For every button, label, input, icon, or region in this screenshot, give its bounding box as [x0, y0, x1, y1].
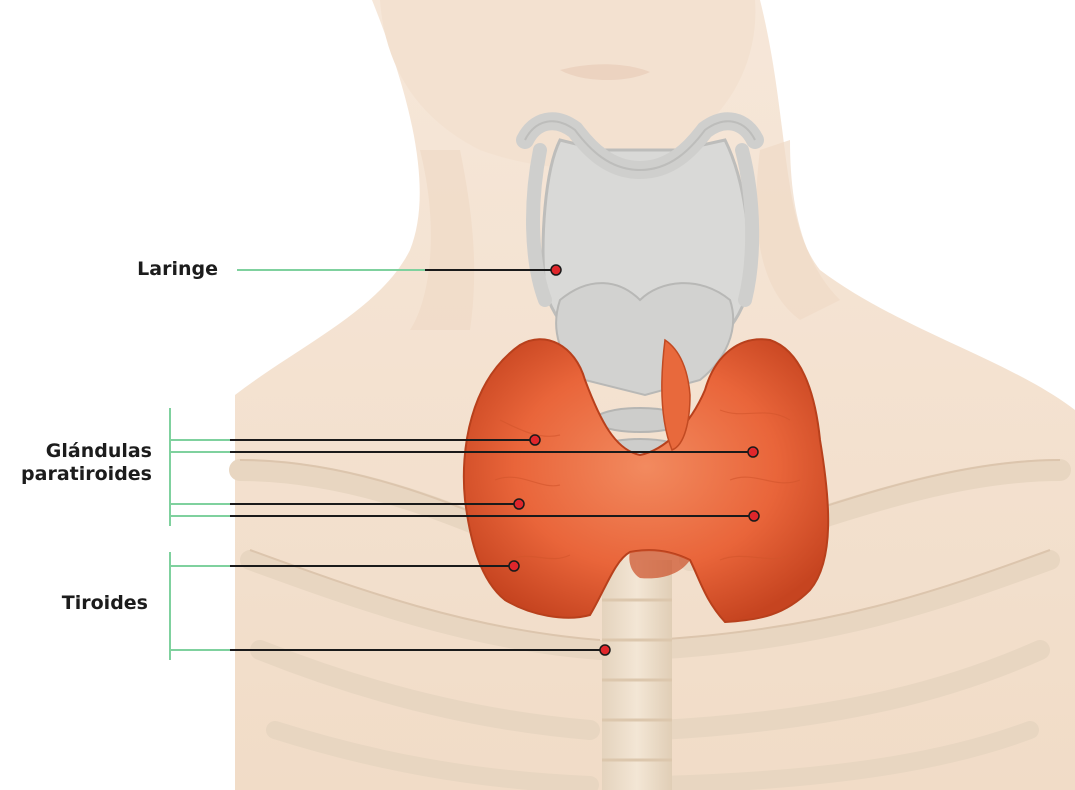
- label-tiroides: Tiroides: [20, 592, 148, 615]
- marker-paratiroides-4: [749, 511, 759, 521]
- label-glandulas-line1: Glándulas: [0, 440, 152, 463]
- label-glandulas-paratiroides: Glándulas paratiroides: [0, 440, 152, 486]
- label-laringe: Laringe: [100, 258, 218, 281]
- label-glandulas-line2: paratiroides: [0, 463, 152, 486]
- marker-paratiroides-1: [530, 435, 540, 445]
- marker-tiroides-1: [509, 561, 519, 571]
- marker-tiroides-2: [600, 645, 610, 655]
- marker-paratiroides-2: [748, 447, 758, 457]
- trachea: [602, 560, 672, 790]
- marker-laringe: [551, 265, 561, 275]
- marker-paratiroides-3: [514, 499, 524, 509]
